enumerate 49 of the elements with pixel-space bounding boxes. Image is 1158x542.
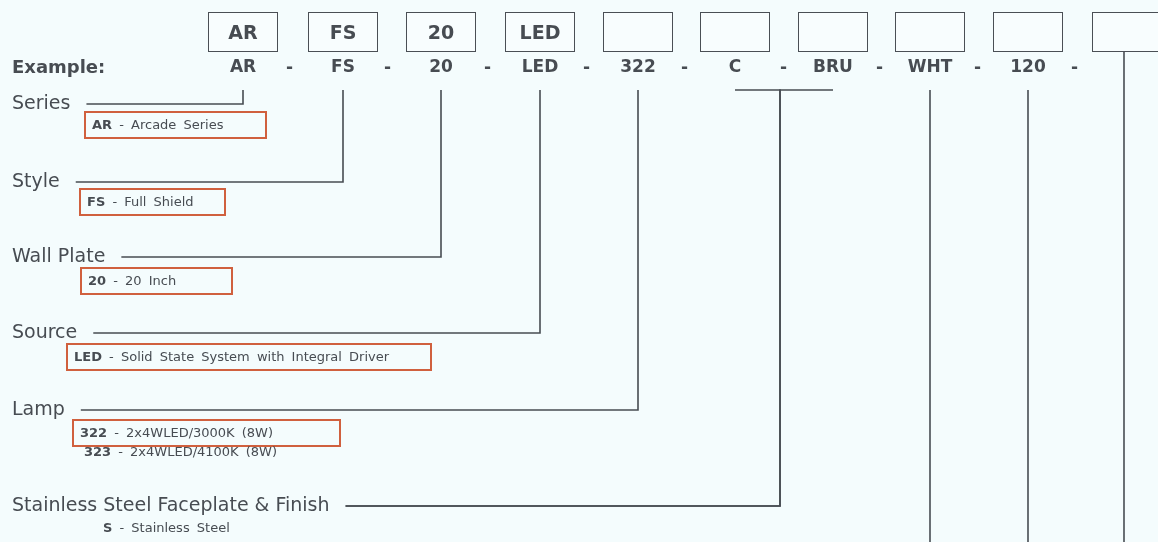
- example-code: WHT: [902, 55, 958, 90]
- option-text: S - Stainless Steel: [103, 519, 230, 537]
- empty-code-box: [895, 12, 965, 52]
- code-box: 20: [406, 12, 476, 52]
- example-code: 322: [610, 55, 666, 90]
- example-code: LED: [512, 55, 568, 90]
- example-code: 20: [413, 55, 469, 90]
- separator-dash: -: [876, 56, 884, 78]
- option-box: 322 - 2x4WLED/3000K (8W): [72, 419, 341, 447]
- example-code: 120: [1000, 55, 1056, 90]
- example-code: C: [707, 55, 763, 90]
- example-code: BRU: [805, 55, 861, 90]
- leader-line: [85, 89, 244, 105]
- option-box: AR - Arcade Series: [84, 111, 267, 139]
- separator-dash: -: [286, 56, 294, 78]
- option-box: 20 - 20 Inch: [80, 267, 233, 295]
- option-box: LED - Solid State System with Integral Driver: [66, 343, 432, 371]
- category-heading: Wall Plate: [12, 244, 106, 266]
- code-box: FS: [308, 12, 378, 52]
- leader-line: [1123, 51, 1125, 542]
- example-code: AR: [215, 55, 271, 90]
- option-box: FS - Full Shield: [79, 188, 226, 216]
- separator-dash: -: [974, 56, 982, 78]
- leader-line: [929, 89, 931, 542]
- leader-line: [80, 89, 639, 411]
- leader-line: [1027, 89, 1029, 542]
- leader-line: [92, 89, 541, 334]
- empty-code-box: [993, 12, 1063, 52]
- empty-code-box: [700, 12, 770, 52]
- category-heading: Style: [12, 169, 60, 191]
- empty-code-box: [798, 12, 868, 52]
- separator-dash: -: [780, 56, 788, 78]
- code-box: AR: [208, 12, 278, 52]
- category-heading: Series: [12, 91, 71, 113]
- empty-code-box: [603, 12, 673, 52]
- category-heading: Stainless Steel Faceplate & Finish: [12, 493, 330, 515]
- leader-line: [120, 89, 442, 258]
- separator-dash: -: [484, 56, 492, 78]
- leader-line: [74, 89, 344, 183]
- separator-dash: -: [583, 56, 591, 78]
- separator-dash: -: [681, 56, 689, 78]
- separator-dash: -: [384, 56, 392, 78]
- example-label: Example:: [12, 56, 106, 78]
- code-box: LED: [505, 12, 575, 52]
- example-code: FS: [315, 55, 371, 90]
- separator-dash: -: [1071, 56, 1079, 78]
- category-heading: Source: [12, 320, 78, 342]
- empty-code-box: [1092, 12, 1158, 52]
- category-heading: Lamp: [12, 397, 65, 419]
